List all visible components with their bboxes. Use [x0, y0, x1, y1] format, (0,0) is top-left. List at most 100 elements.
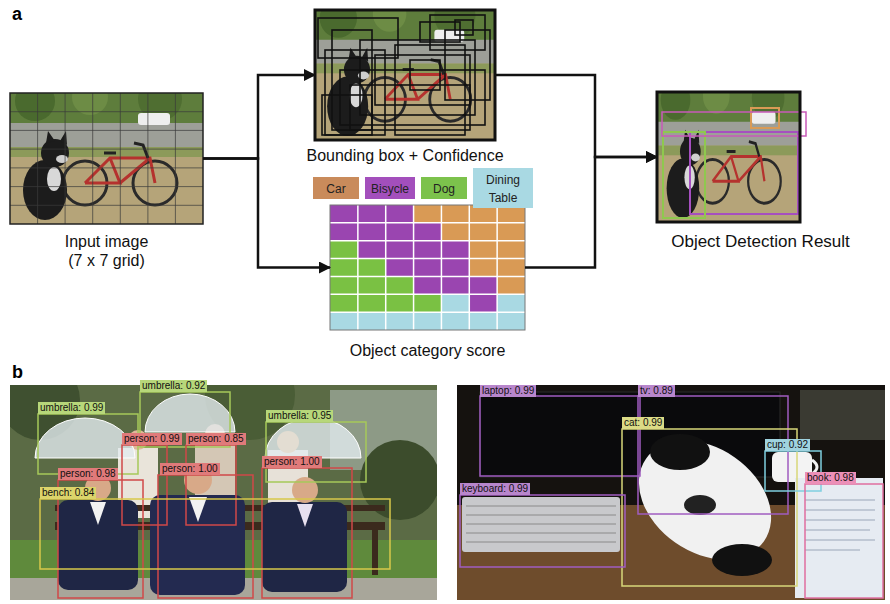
illustration-part: [805, 500, 875, 550]
illustration-part: [322, 95, 372, 135]
illustration-part: [657, 76, 800, 222]
detection-label: keyboard: 0.99: [460, 483, 530, 495]
flow-arrow: [495, 75, 657, 157]
illustration-part: [690, 132, 798, 214]
illustration-part: [480, 396, 640, 476]
detection-label: person: 0.85: [186, 433, 246, 445]
illustration-part: [58, 500, 138, 590]
illustration-part: [460, 396, 883, 598]
illustration-part: [38, 392, 390, 598]
illustration-part: [40, 499, 390, 569]
input-photo: [10, 77, 203, 224]
illustration-part: [262, 468, 352, 598]
legend-text: Dining Table: [486, 173, 520, 205]
legend-swatch: Dog: [421, 177, 467, 199]
legend-swatch: Dining Table: [473, 168, 533, 208]
panel-caption: Bounding box + Confidence: [306, 146, 503, 165]
illustration-part: [455, 20, 473, 35]
detection-label: book: 0.98: [805, 472, 856, 484]
image-panel: Bounding box + Confidence: [315, 10, 495, 140]
illustration-part: [420, 22, 460, 42]
illustration-part: [441, 294, 469, 312]
illustration-part: [318, 18, 398, 58]
illustration-part: [360, 40, 475, 115]
illustration-part: [497, 276, 525, 294]
illustration-part: [186, 445, 236, 525]
detection-label: person: 1.00: [262, 456, 322, 468]
legend-swatch: Bisycle: [365, 177, 415, 199]
illustration-part: [330, 205, 525, 330]
illustration-part: [262, 502, 347, 592]
illustration-part: [805, 484, 883, 598]
illustration-part: [375, 55, 470, 105]
illustration-part: [457, 385, 885, 600]
illustration-part: [765, 451, 821, 491]
illustration-part: [795, 478, 883, 598]
legend-swatch: Car: [313, 177, 359, 199]
illustration-part: [657, 92, 800, 222]
illustration-part: [469, 294, 497, 312]
illustration-part: [684, 495, 716, 515]
detection-label: laptop: 0.99: [480, 385, 536, 397]
illustration-part: [712, 544, 772, 576]
detection-label: cup: 0.92: [765, 439, 810, 451]
illustration-part: [445, 30, 490, 100]
detection-label: umbrella: 0.92: [140, 380, 207, 392]
detection-label: bench: 0.84: [40, 487, 96, 499]
illustration-part: [622, 429, 797, 586]
image-panel: Object Detection Result: [657, 92, 800, 222]
detection-label: person: 0.98: [58, 468, 118, 480]
illustration-part: [460, 495, 625, 567]
illustration-part: [751, 108, 779, 128]
illustration-part: [297, 504, 313, 527]
illustration-part: [650, 434, 710, 470]
illustration-part: [150, 495, 245, 595]
flow-arrow: [203, 75, 315, 159]
detection-label: umbrella: 0.95: [266, 410, 333, 422]
panel-letter: a: [12, 4, 22, 25]
panel-caption: Object Detection Result: [671, 232, 850, 252]
desk-photo: [457, 385, 885, 600]
illustration-part: [266, 422, 366, 482]
illustration-part: [318, 15, 490, 135]
illustration-part: [330, 312, 525, 330]
people-photo: [10, 385, 437, 600]
illustration-part: [10, 93, 203, 224]
illustration-part: [340, 70, 485, 125]
illustration-part: [330, 276, 414, 294]
image-panel: Object category score: [330, 205, 525, 330]
flow-arrow: [203, 159, 330, 268]
illustration-part: [189, 497, 207, 522]
result-photo: [657, 76, 806, 222]
detection-label: person: 0.99: [122, 433, 182, 445]
illustration-part: [10, 77, 203, 224]
detection-label: tv: 0.89: [638, 385, 675, 397]
score-grid: [330, 205, 525, 330]
illustration-part: [265, 418, 361, 458]
illustration-part: [414, 276, 498, 294]
illustration-part: [330, 205, 525, 330]
illustration-part: [315, 10, 495, 140]
legend-text: Bisycle: [371, 182, 409, 196]
illustration-part: [800, 390, 885, 440]
illustration-part: [410, 60, 440, 90]
illustration-part: [10, 93, 203, 224]
detection-label: person: 1.00: [160, 463, 220, 475]
illustration-part: [330, 241, 358, 259]
illustration-part: [441, 223, 525, 241]
detection-label: cat: 0.99: [622, 417, 664, 429]
illustration-part: [122, 445, 167, 525]
illustration-part: [325, 50, 385, 135]
illustration-part: [330, 205, 414, 223]
illustration-part: [386, 259, 470, 277]
illustration-part: [462, 497, 620, 552]
panel-caption: Object category score: [350, 341, 506, 360]
bbox-photo: [315, 0, 495, 140]
panel-caption: Input image (7 x 7 grid): [57, 232, 157, 270]
illustration-part: [350, 85, 470, 130]
illustration-part: [315, 0, 495, 140]
illustration-part: [90, 502, 106, 525]
